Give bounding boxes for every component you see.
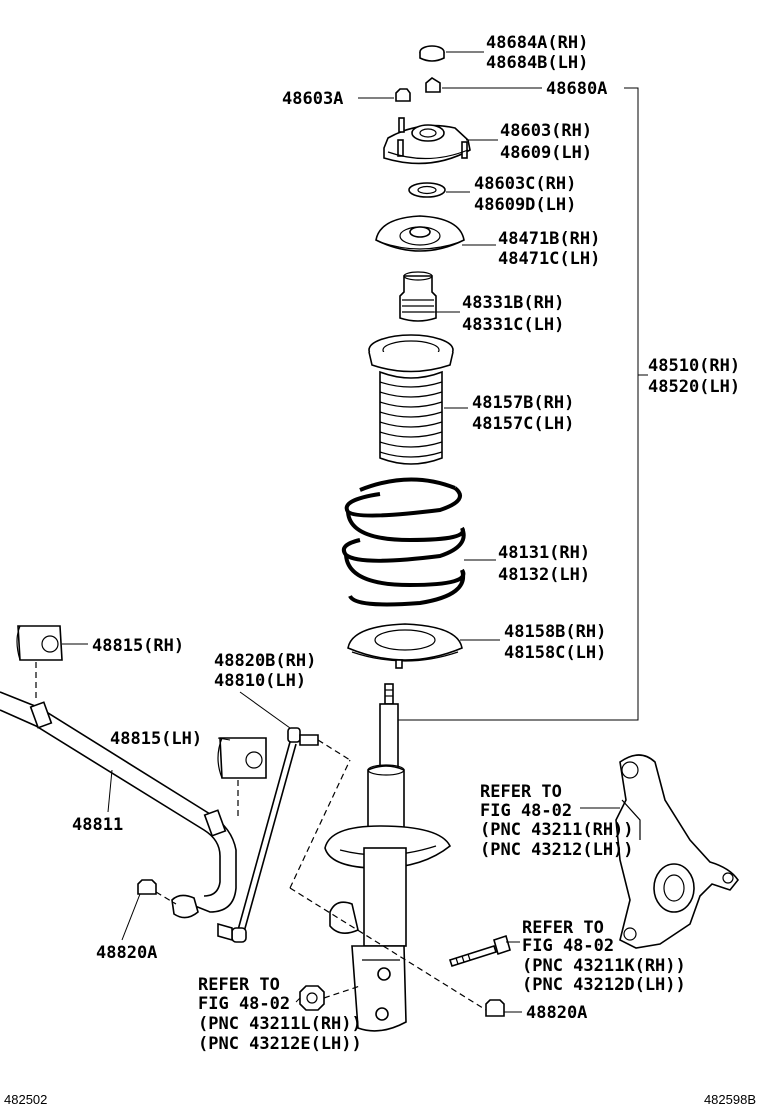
- callout-48510-line2: 48520(LH): [648, 377, 740, 397]
- callout-48820b-line1: 48820B(RH): [214, 651, 316, 671]
- callout-48157-line2: 48157C(LH): [472, 414, 574, 434]
- callout-48603-line2: 48609(LH): [500, 143, 592, 163]
- callout-48131-line1: 48131(RH): [498, 543, 590, 563]
- callout-48820b-line2: 48810(LH): [214, 671, 306, 691]
- ref-nut-line1: REFER TO: [198, 975, 280, 995]
- callout-48811: 48811: [72, 815, 123, 835]
- callout-48680a: 48680A: [546, 79, 607, 99]
- upper-spring-seat: [375, 215, 465, 252]
- ref-nut-line4: (PNC 43212E(LH)): [198, 1034, 362, 1054]
- callout-48820a-right: 48820A: [526, 1003, 587, 1023]
- nut-48820a-right: [485, 999, 505, 1017]
- ref-nut-line2: FIG 48-02: [198, 994, 290, 1014]
- dust-boot: [368, 334, 454, 465]
- strut-mount: [383, 117, 471, 165]
- nut-48603a: [395, 88, 411, 102]
- footer-right-code: 482598B: [704, 1092, 756, 1107]
- footer-left-code: 482502: [4, 1092, 47, 1107]
- shock-absorber: [324, 683, 452, 1032]
- callout-48131-line2: 48132(LH): [498, 565, 590, 585]
- ref-bolt-line2: FIG 48-02: [522, 936, 614, 956]
- callout-48603a: 48603A: [282, 89, 343, 109]
- stabilizer-link: [217, 727, 319, 943]
- callout-48815-rh: 48815(RH): [92, 636, 184, 656]
- steering-knuckle: [615, 754, 739, 949]
- ref-bolt-line3: (PNC 43211K(RH)): [522, 956, 686, 976]
- callout-48684-line1: 48684A(RH): [486, 33, 588, 53]
- leader-lines: [35, 51, 648, 1013]
- callout-48684-line2: 48684B(LH): [486, 53, 588, 73]
- knuckle-bolt: [448, 934, 511, 968]
- ref-knuckle-line1: REFER TO: [480, 782, 562, 802]
- nut-48820a-left: [137, 879, 157, 895]
- ref-knuckle-line2: FIG 48-02: [480, 801, 572, 821]
- bump-stopper: [399, 271, 437, 322]
- callout-48510-line1: 48510(RH): [648, 356, 740, 376]
- ref-knuckle-line4: (PNC 43212(LH)): [480, 840, 634, 860]
- callout-48815-lh: 48815(LH): [110, 729, 202, 749]
- callout-48603c-line2: 48609D(LH): [474, 195, 576, 215]
- callout-48603c-line1: 48603C(RH): [474, 174, 576, 194]
- callout-48331-line2: 48331C(LH): [462, 315, 564, 335]
- stabilizer-bar: [0, 691, 237, 919]
- strut-bearing: [408, 182, 446, 198]
- callout-48158-line2: 48158C(LH): [504, 643, 606, 663]
- callout-48157-line1: 48157B(RH): [472, 393, 574, 413]
- nut-48680a: [425, 77, 441, 93]
- ref-bolt-line1: REFER TO: [522, 918, 604, 938]
- callout-48471-line1: 48471B(RH): [498, 229, 600, 249]
- callout-48820a-left: 48820A: [96, 943, 157, 963]
- stabilizer-bushing-rh: [16, 625, 63, 661]
- callout-48471-line2: 48471C(LH): [498, 249, 600, 269]
- callout-48158-line1: 48158B(RH): [504, 622, 606, 642]
- callout-48603-line1: 48603(RH): [500, 121, 592, 141]
- callout-48331-line1: 48331B(RH): [462, 293, 564, 313]
- coil-spring: [341, 477, 466, 607]
- ref-knuckle-line3: (PNC 43211(RH)): [480, 820, 634, 840]
- strut-mount-cap: [419, 45, 445, 62]
- knuckle-nut: [299, 985, 325, 1011]
- stabilizer-bushing-lh: [217, 737, 267, 779]
- ref-nut-line3: (PNC 43211L(RH)): [198, 1014, 362, 1034]
- ref-bolt-line4: (PNC 43212D(LH)): [522, 975, 686, 995]
- lower-spring-insulator: [347, 623, 463, 669]
